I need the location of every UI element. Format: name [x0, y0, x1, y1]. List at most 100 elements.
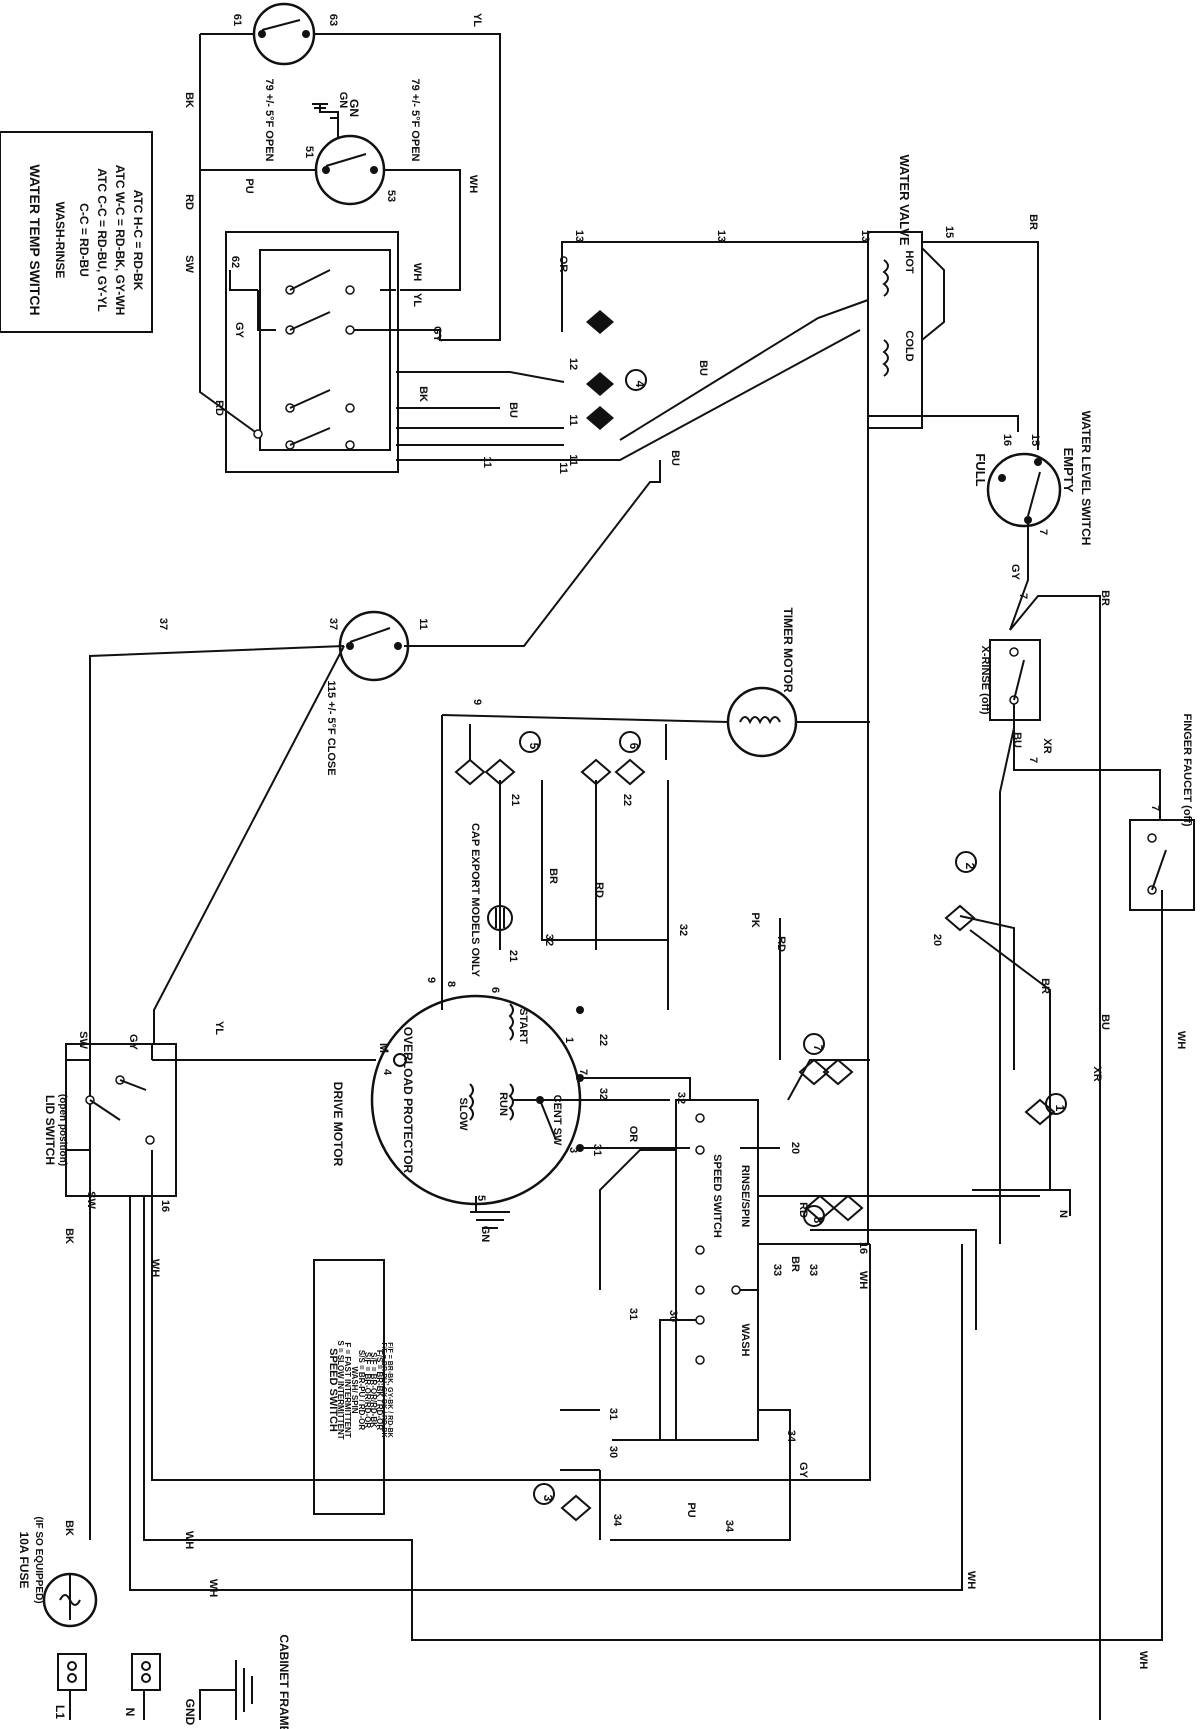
- terminal-number-16: 7: [1037, 529, 1049, 535]
- wire-label-18: YL: [213, 1021, 225, 1035]
- label-gnd: GND: [183, 1699, 197, 1726]
- label-water-level-switch: WATER LEVEL SWITCH: [1079, 411, 1093, 546]
- wire-label-3: PU: [243, 178, 255, 193]
- label-timer-motor: TIMER MOTOR: [781, 607, 795, 692]
- wire-label-31: BU: [1099, 1014, 1111, 1030]
- terminal-number-14: 16: [1001, 434, 1013, 446]
- label-speed-legend-5: S/F = BR-OR/RD-BK: [369, 1352, 378, 1428]
- terminal-number-5: 13: [573, 230, 585, 242]
- label-wash-rinse: WASH-RINSE: [53, 202, 67, 279]
- terminal-number-44: 30: [667, 1310, 679, 1322]
- wire-label-43: WH: [1137, 1651, 1149, 1669]
- terminal-number-8: 12: [567, 358, 579, 370]
- lid-switch: [65, 1043, 177, 1197]
- drive-motor: [370, 994, 584, 1206]
- wire-label-7: GY: [233, 322, 245, 339]
- wire-label-14: WH: [411, 263, 423, 281]
- terminal-number-22: 22: [621, 794, 633, 806]
- label-gn-top: GN: [347, 99, 361, 117]
- water-temp-switch: [225, 231, 399, 473]
- terminal-number-36: 5: [475, 1195, 487, 1201]
- wire-label-36: XR: [1041, 738, 1053, 753]
- wire-label-42: WH: [965, 1571, 977, 1589]
- terminal-number-34: 3: [567, 1147, 579, 1153]
- label-start: START: [517, 1008, 529, 1044]
- wire-label-44: RD: [797, 1202, 809, 1218]
- wire-label-13: YL: [411, 293, 423, 307]
- label-wts-code-0: C-C = RD-BU: [77, 203, 91, 277]
- terminal-number-48: 34: [785, 1430, 797, 1443]
- wire-label-30: BR: [1039, 978, 1051, 994]
- terminal-number-52: 7: [1027, 757, 1039, 763]
- water-valve: [867, 231, 945, 429]
- wires: [65, 33, 1163, 1720]
- terminal-number-43: 16: [857, 1242, 869, 1254]
- label-gn-motor: GN: [479, 1226, 491, 1243]
- label-close: 115 +/- 5°F CLOSE: [325, 680, 337, 775]
- wire-label-29: WH: [857, 1271, 869, 1289]
- label-finger-faucet: FINGER FAUCET (off): [1181, 713, 1193, 826]
- wts-legend-box: [0, 131, 153, 333]
- label-wts-code-2: ATC W-C = RD-BK, GY-WH: [113, 165, 127, 316]
- label-full: FULL: [973, 453, 988, 486]
- terminal-number-29: 1: [563, 1037, 575, 1043]
- thermostat-37-11: [338, 610, 410, 682]
- wire-label-4: WH: [467, 175, 479, 193]
- terminal-number-45: 30: [607, 1446, 619, 1458]
- wire-label-21: PK: [749, 912, 761, 927]
- power-inlet-l1: [57, 1653, 87, 1691]
- wire-label-2: RD: [183, 194, 195, 210]
- label-cap-export: CAP EXPORT MODELS ONLY: [469, 823, 481, 978]
- connector-number-0: 1: [1053, 1105, 1067, 1112]
- terminal-number-11: 11: [481, 456, 493, 468]
- terminal-number-32: 32: [597, 1088, 609, 1100]
- connector-number-1: 2: [963, 863, 977, 870]
- terminal-number-9: 11: [567, 414, 579, 426]
- label-wts-code-3: ATC H-C = RD-BK: [131, 190, 145, 291]
- terminal-number-1: 63: [327, 14, 339, 26]
- label-water-valve: WATER VALVE: [897, 155, 912, 246]
- motor-ground-symbol: [470, 1211, 510, 1229]
- terminal-number-30: 22: [597, 1034, 609, 1046]
- wire-label-1: YL: [471, 13, 483, 27]
- terminal-number-20: 9: [471, 699, 483, 705]
- terminal-number-4: 62: [229, 256, 241, 268]
- wire-label-12: GY: [431, 326, 443, 343]
- terminal-number-24: 32: [677, 924, 689, 936]
- terminal-number-28: 6: [489, 987, 501, 993]
- wire-label-22: RD: [775, 936, 787, 952]
- terminal-number-25: 8: [445, 981, 457, 987]
- wire-label-5: GN: [337, 92, 349, 109]
- connector-number-7: 8: [811, 1217, 825, 1224]
- terminal-number-7: 13: [859, 230, 871, 242]
- terminal-number-19: 11: [417, 618, 429, 630]
- label-cabinet-frame: CABINET FRAME: [277, 1634, 291, 1729]
- label-fuse: 10A FUSE: [17, 1532, 31, 1589]
- capacitor: [487, 905, 513, 931]
- label-speed-legend-1: F = FAST INTERMITTENT: [343, 1342, 352, 1437]
- label-l1: L1: [53, 1705, 67, 1719]
- terminal-number-42: 33: [807, 1264, 819, 1276]
- connector-number-3: 4: [633, 381, 647, 388]
- connector-number-5: 6: [627, 743, 641, 750]
- wire-label-6: SW: [183, 255, 195, 273]
- x-rinse-switch: [989, 639, 1041, 721]
- terminal-number-39: 20: [931, 934, 943, 946]
- label-drive-motor: DRIVE MOTOR: [331, 1082, 345, 1167]
- label-open-2: 79 +/- 5°F OPEN: [409, 79, 421, 162]
- terminal-number-46: 31: [627, 1308, 639, 1320]
- wire-label-37: N: [1057, 1210, 1069, 1218]
- label-slow: SLOW: [457, 1098, 469, 1132]
- terminal-number-21: 21: [509, 794, 521, 806]
- wire-label-45: SW: [85, 1191, 97, 1209]
- wire-label-26: PU: [685, 1502, 697, 1517]
- label-wts-code-1: ATC C-C = RD-BU, GY-YL: [95, 168, 109, 311]
- speed-switch-legend-box: [313, 1259, 385, 1515]
- wire-label-16: GY: [127, 1034, 139, 1051]
- terminal-number-12: 11: [557, 462, 569, 474]
- terminal-number-23: 32: [543, 934, 555, 946]
- wire-label-27: GY: [797, 1462, 809, 1479]
- terminal-number-18: 37: [327, 618, 339, 630]
- label-fuse-note: (IF SO EQUIPPED): [33, 1516, 44, 1603]
